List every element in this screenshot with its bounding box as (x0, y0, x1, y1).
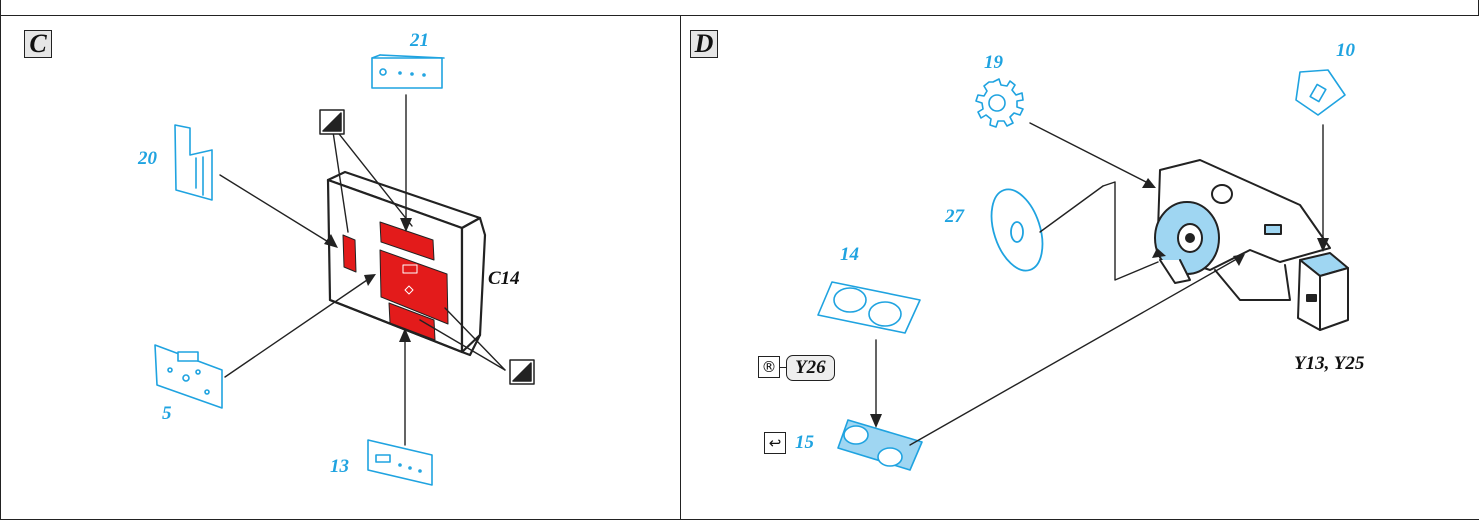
part-19-gear (975, 78, 1024, 128)
curve-arrow-icon: ↩ (764, 432, 786, 454)
frosted-panel-icon (319, 109, 535, 385)
part-label-21: 21 (410, 30, 429, 51)
red-decals (342, 221, 449, 341)
part-14 (817, 281, 921, 334)
red-decal-details (402, 264, 418, 295)
part-label-20: 20 (138, 148, 157, 169)
panel-c-leaders (219, 94, 506, 446)
part-21 (371, 54, 445, 89)
part-label-14: 14 (840, 244, 859, 265)
paint-connector (780, 367, 786, 368)
part-label-10: 10 (1336, 40, 1355, 61)
part-label-5: 5 (162, 403, 172, 424)
part-13 (367, 439, 433, 486)
d-assembly-housing (1154, 159, 1331, 301)
panel-c-letter: C (24, 30, 52, 58)
part-27-disc (990, 188, 1044, 272)
part-label-13: 13 (330, 456, 349, 477)
panel-d-arrowheads (870, 178, 1329, 428)
part-label-15: 15 (795, 432, 814, 453)
assembly-label-c14: C14 (488, 268, 520, 289)
panel-c-arrowheads (324, 218, 412, 342)
panel-d-leaders (875, 122, 1324, 446)
panel-d-letter: D (690, 30, 718, 58)
part-label-27: 27 (945, 206, 964, 227)
part-10 (1295, 69, 1346, 116)
part-20 (174, 124, 213, 201)
part-5 (154, 344, 223, 409)
d-box-part (1297, 252, 1349, 331)
registered-r-icon: ® (758, 356, 780, 378)
part-15 (837, 419, 923, 471)
part-label-19: 19 (984, 52, 1003, 73)
paint-reference-y26: Y26 (786, 355, 835, 381)
assembly-label-y13-y25: Y13, Y25 (1294, 353, 1365, 374)
